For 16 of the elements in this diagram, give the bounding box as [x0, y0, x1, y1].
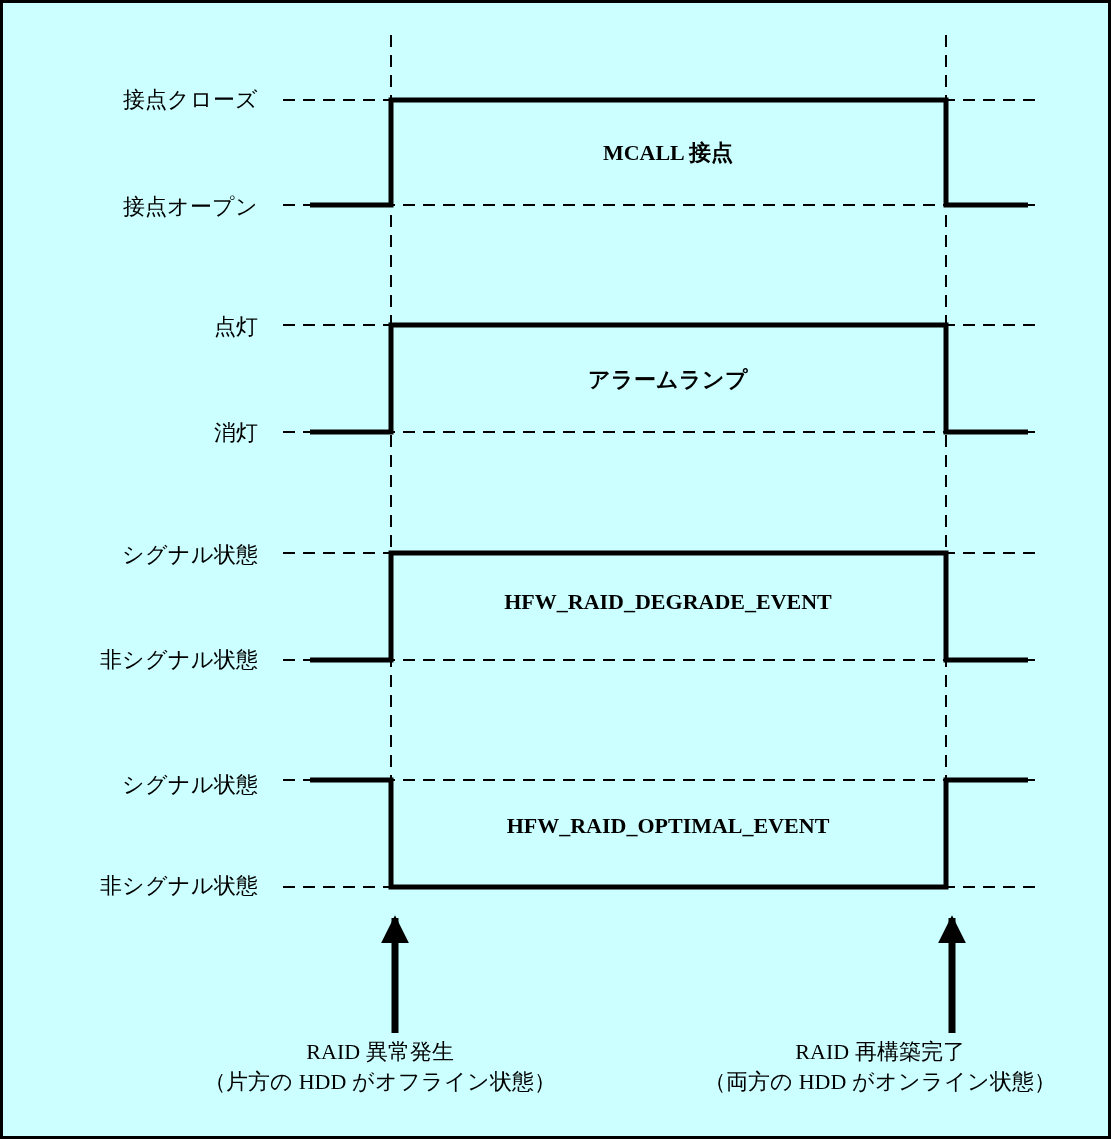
level-label: シグナル状態: [122, 772, 258, 798]
event-caption: RAID 異常発生: [306, 1038, 454, 1066]
signal-name: HFW_RAID_DEGRADE_EVENT: [504, 589, 832, 615]
level-label: 非シグナル状態: [100, 873, 258, 899]
level-label: 点灯: [214, 314, 258, 340]
level-label: 非シグナル状態: [100, 647, 258, 673]
event-caption: RAID 再構築完了: [795, 1038, 965, 1066]
signal-name: アラームランプ: [588, 367, 748, 393]
event-caption: （両方の HDD がオンライン状態）: [704, 1068, 1056, 1096]
level-label: 接点クローズ: [123, 87, 258, 113]
signal-name: MCALL 接点: [602, 140, 734, 166]
level-label: 消灯: [214, 420, 258, 446]
level-label: シグナル状態: [122, 542, 258, 568]
signal-name: HFW_RAID_OPTIMAL_EVENT: [506, 813, 830, 839]
level-label: 接点オープン: [123, 194, 258, 220]
event-caption: （片方の HDD がオフライン状態）: [204, 1068, 556, 1096]
